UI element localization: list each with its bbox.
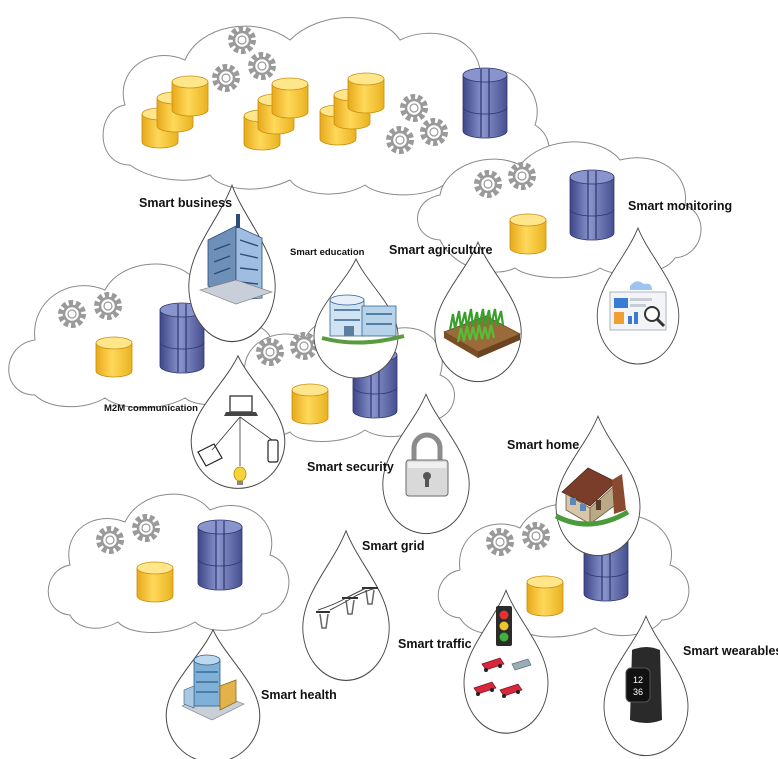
cloud-top bbox=[102, 17, 550, 196]
label-smart-grid: Smart grid bbox=[362, 539, 425, 553]
label-smart-traffic: Smart traffic bbox=[398, 637, 472, 651]
label-smart-health: Smart health bbox=[261, 688, 337, 702]
wearable-minute-text: 36 bbox=[633, 687, 643, 697]
power-line-icon bbox=[316, 587, 378, 629]
monitoring-dashboard-icon bbox=[609, 281, 667, 331]
school-icon bbox=[321, 294, 405, 345]
label-m2m-communication: M2M communication bbox=[104, 403, 198, 414]
label-smart-wearables: Smart wearables bbox=[683, 644, 778, 658]
wearable-hour-text: 12 bbox=[633, 675, 643, 685]
building-icon bbox=[199, 214, 273, 305]
car-icon bbox=[473, 657, 532, 698]
label-smart-monitoring: Smart monitoring bbox=[628, 199, 733, 213]
label-smart-education: Smart education bbox=[290, 247, 365, 258]
label-smart-security: Smart security bbox=[307, 460, 394, 474]
padlock-icon bbox=[405, 432, 449, 497]
cloud-bottom-left bbox=[47, 493, 290, 633]
network-devices-icon bbox=[197, 395, 279, 485]
drop-smart-grid bbox=[302, 530, 390, 681]
label-smart-agriculture: Smart agriculture bbox=[389, 243, 493, 257]
fitness-band-icon: 12 36 bbox=[625, 647, 662, 723]
house-icon bbox=[554, 467, 630, 527]
traffic-light-icon bbox=[496, 606, 512, 646]
label-smart-business: Smart business bbox=[139, 196, 233, 210]
cloud-icon bbox=[47, 493, 290, 633]
grass-field-icon bbox=[443, 308, 521, 358]
hospital-icon bbox=[181, 654, 245, 721]
label-smart-home: Smart home bbox=[507, 438, 580, 452]
